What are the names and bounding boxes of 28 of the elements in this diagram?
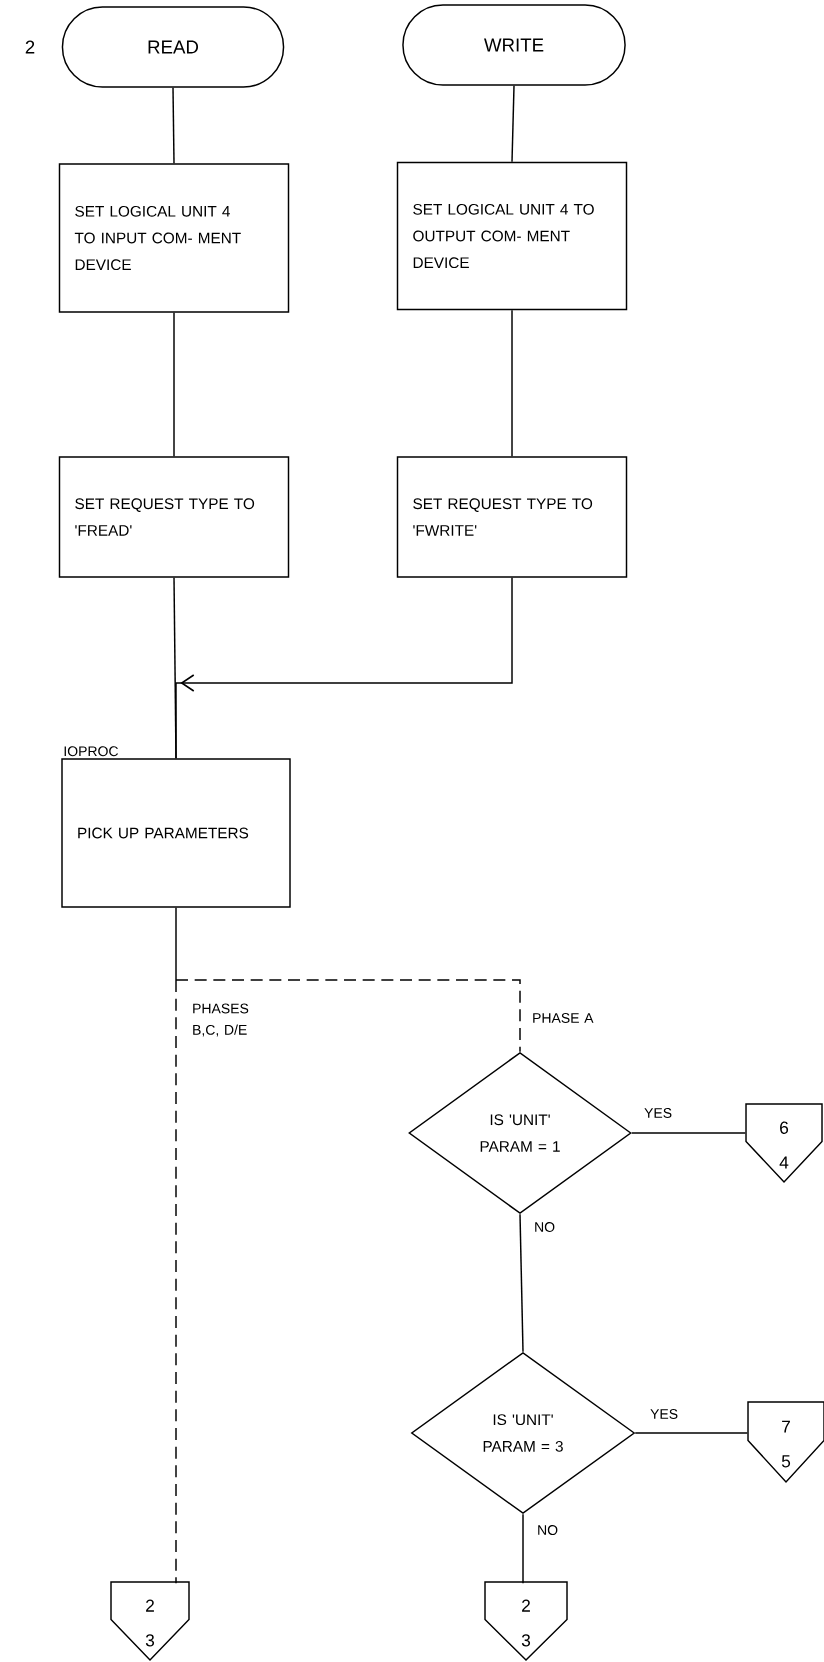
connector-line: [519, 1213, 524, 1353]
page-number: 2: [25, 40, 35, 54]
edge-label: PHASE A: [533, 1013, 594, 1023]
connector-line: [634, 1432, 748, 1434]
process-box: SET REQUEST TYPE TO 'FWRITE': [396, 456, 628, 578]
edge-label: NO: [538, 1525, 558, 1535]
off-page-connector: 7 5: [747, 1401, 824, 1484]
connector-line: [175, 907, 177, 981]
process-box: SET LOGICAL UNIT 4 TO OUTPUT COM- MENT DEVICE: [396, 161, 628, 311]
edge-label: YES: [650, 1409, 678, 1419]
node-label: IOPROC: [64, 746, 119, 757]
connector-line: [175, 979, 521, 1053]
off-page-connector: 2 3: [110, 1581, 190, 1662]
connector-line: [522, 1513, 524, 1585]
off-page-connector: 6 4: [745, 1103, 823, 1184]
connector-line: [173, 312, 175, 457]
connector-line: [175, 979, 177, 1585]
off-page-connector: 2 3: [484, 1581, 568, 1662]
edge-label: YES: [644, 1108, 672, 1118]
process-box: SET LOGICAL UNIT 4 TO INPUT COM- MENT DEVICE: [58, 163, 290, 313]
connector-line: [172, 87, 175, 164]
connector-line: [511, 85, 515, 163]
connector-line: [631, 1132, 746, 1134]
edge-label: PHASES B,C, D/E: [193, 1003, 249, 1037]
edge-label: NO: [535, 1222, 555, 1232]
process-box: SET REQUEST TYPE TO 'FREAD': [58, 456, 290, 578]
connector-line: [511, 309, 513, 457]
process-box: PICK UP PARAMETERS: [61, 758, 291, 908]
